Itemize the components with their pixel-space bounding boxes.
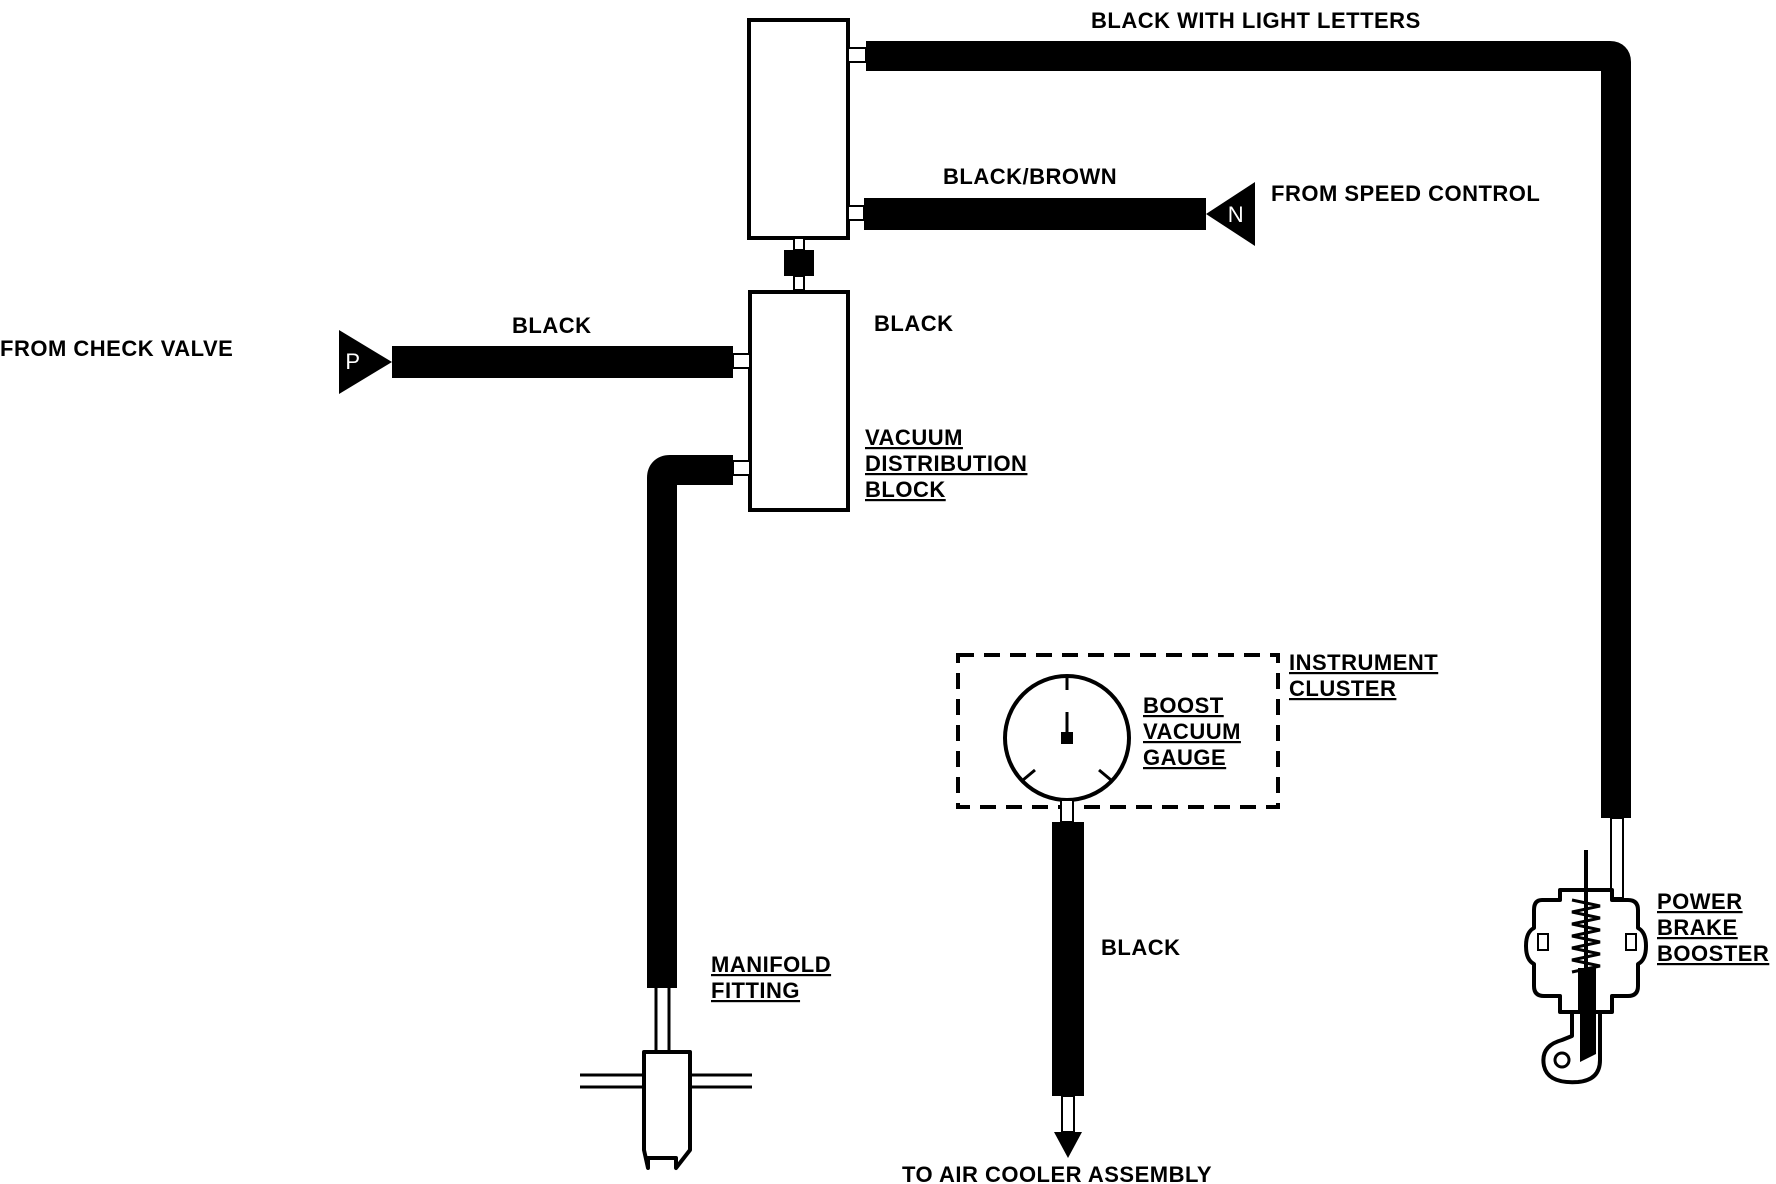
check-valve-connector xyxy=(339,330,392,394)
hose-black-air-cooler xyxy=(1052,822,1084,1096)
label-boost-vacuum-gauge-line1: BOOST xyxy=(1143,693,1224,718)
block-coupling-stem-top xyxy=(793,237,805,251)
label-instrument-cluster-line1: INSTRUMENT xyxy=(1289,650,1438,675)
block-coupling xyxy=(784,250,814,276)
air-cooler-arrow xyxy=(1054,1132,1082,1158)
label-from-check-valve: FROM CHECK VALVE xyxy=(0,336,233,361)
label-manifold-fitting-line2: FITTING xyxy=(711,978,800,1003)
check-valve-connector-letter: P xyxy=(345,349,360,374)
gauge-hub xyxy=(1061,732,1073,744)
hose-black-with-light-letters xyxy=(866,41,1631,818)
speed-control-connector xyxy=(1206,182,1255,246)
air-cooler-fitting xyxy=(1061,1095,1075,1133)
power-brake-booster xyxy=(1524,850,1648,1085)
label-black-brown: BLACK/BROWN xyxy=(943,164,1117,189)
label-boost-vacuum-gauge-line3: GAUGE xyxy=(1143,745,1226,770)
label-instrument-cluster-line2: CLUSTER xyxy=(1289,676,1396,701)
label-black-check-valve-line: BLACK xyxy=(512,313,592,338)
hose-black-check-valve xyxy=(392,346,733,378)
hose-black-brown xyxy=(864,198,1206,230)
label-vacuum-distribution-block-line1: VACUUM xyxy=(865,425,963,450)
upper-tee-block xyxy=(747,18,850,240)
instrument-cluster-outline xyxy=(956,653,1280,809)
label-black-with-light-letters: BLACK WITH LIGHT LETTERS xyxy=(1091,8,1421,33)
block-coupling-stem-bottom xyxy=(793,275,805,291)
speed-control-connector-letter: N xyxy=(1228,202,1244,227)
label-to-air-cooler-assembly: TO AIR COOLER ASSEMBLY xyxy=(902,1162,1212,1184)
gauge-stem xyxy=(1060,799,1074,823)
label-power-brake-booster-line1: POWER xyxy=(1657,889,1743,914)
gauge-tick-left xyxy=(1022,768,1036,782)
upper-block-port-top xyxy=(847,47,867,63)
gauge-tick-right xyxy=(1098,768,1112,782)
distribution-block-port-left-lower xyxy=(732,460,751,476)
label-black-gauge-line: BLACK xyxy=(1101,935,1181,960)
hose-black-manifold xyxy=(647,455,733,988)
upper-block-port-middle xyxy=(847,205,865,221)
label-manifold-fitting-line1: MANIFOLD xyxy=(711,952,831,977)
vacuum-distribution-block xyxy=(748,290,850,512)
label-power-brake-booster-line3: BOOSTER xyxy=(1657,941,1769,966)
label-boost-vacuum-gauge-line2: VACUUM xyxy=(1143,719,1241,744)
manifold-fitting-body xyxy=(642,1050,692,1170)
label-from-speed-control: FROM SPEED CONTROL xyxy=(1271,181,1540,206)
label-black-block: BLACK xyxy=(874,311,954,336)
brake-booster-inlet-tube xyxy=(1610,817,1624,899)
label-power-brake-booster-line2: BRAKE xyxy=(1657,915,1738,940)
distribution-block-port-left-upper xyxy=(732,353,751,369)
label-vacuum-distribution-block-line2: DISTRIBUTION xyxy=(865,451,1027,476)
label-vacuum-distribution-block-line3: BLOCK xyxy=(865,477,946,502)
